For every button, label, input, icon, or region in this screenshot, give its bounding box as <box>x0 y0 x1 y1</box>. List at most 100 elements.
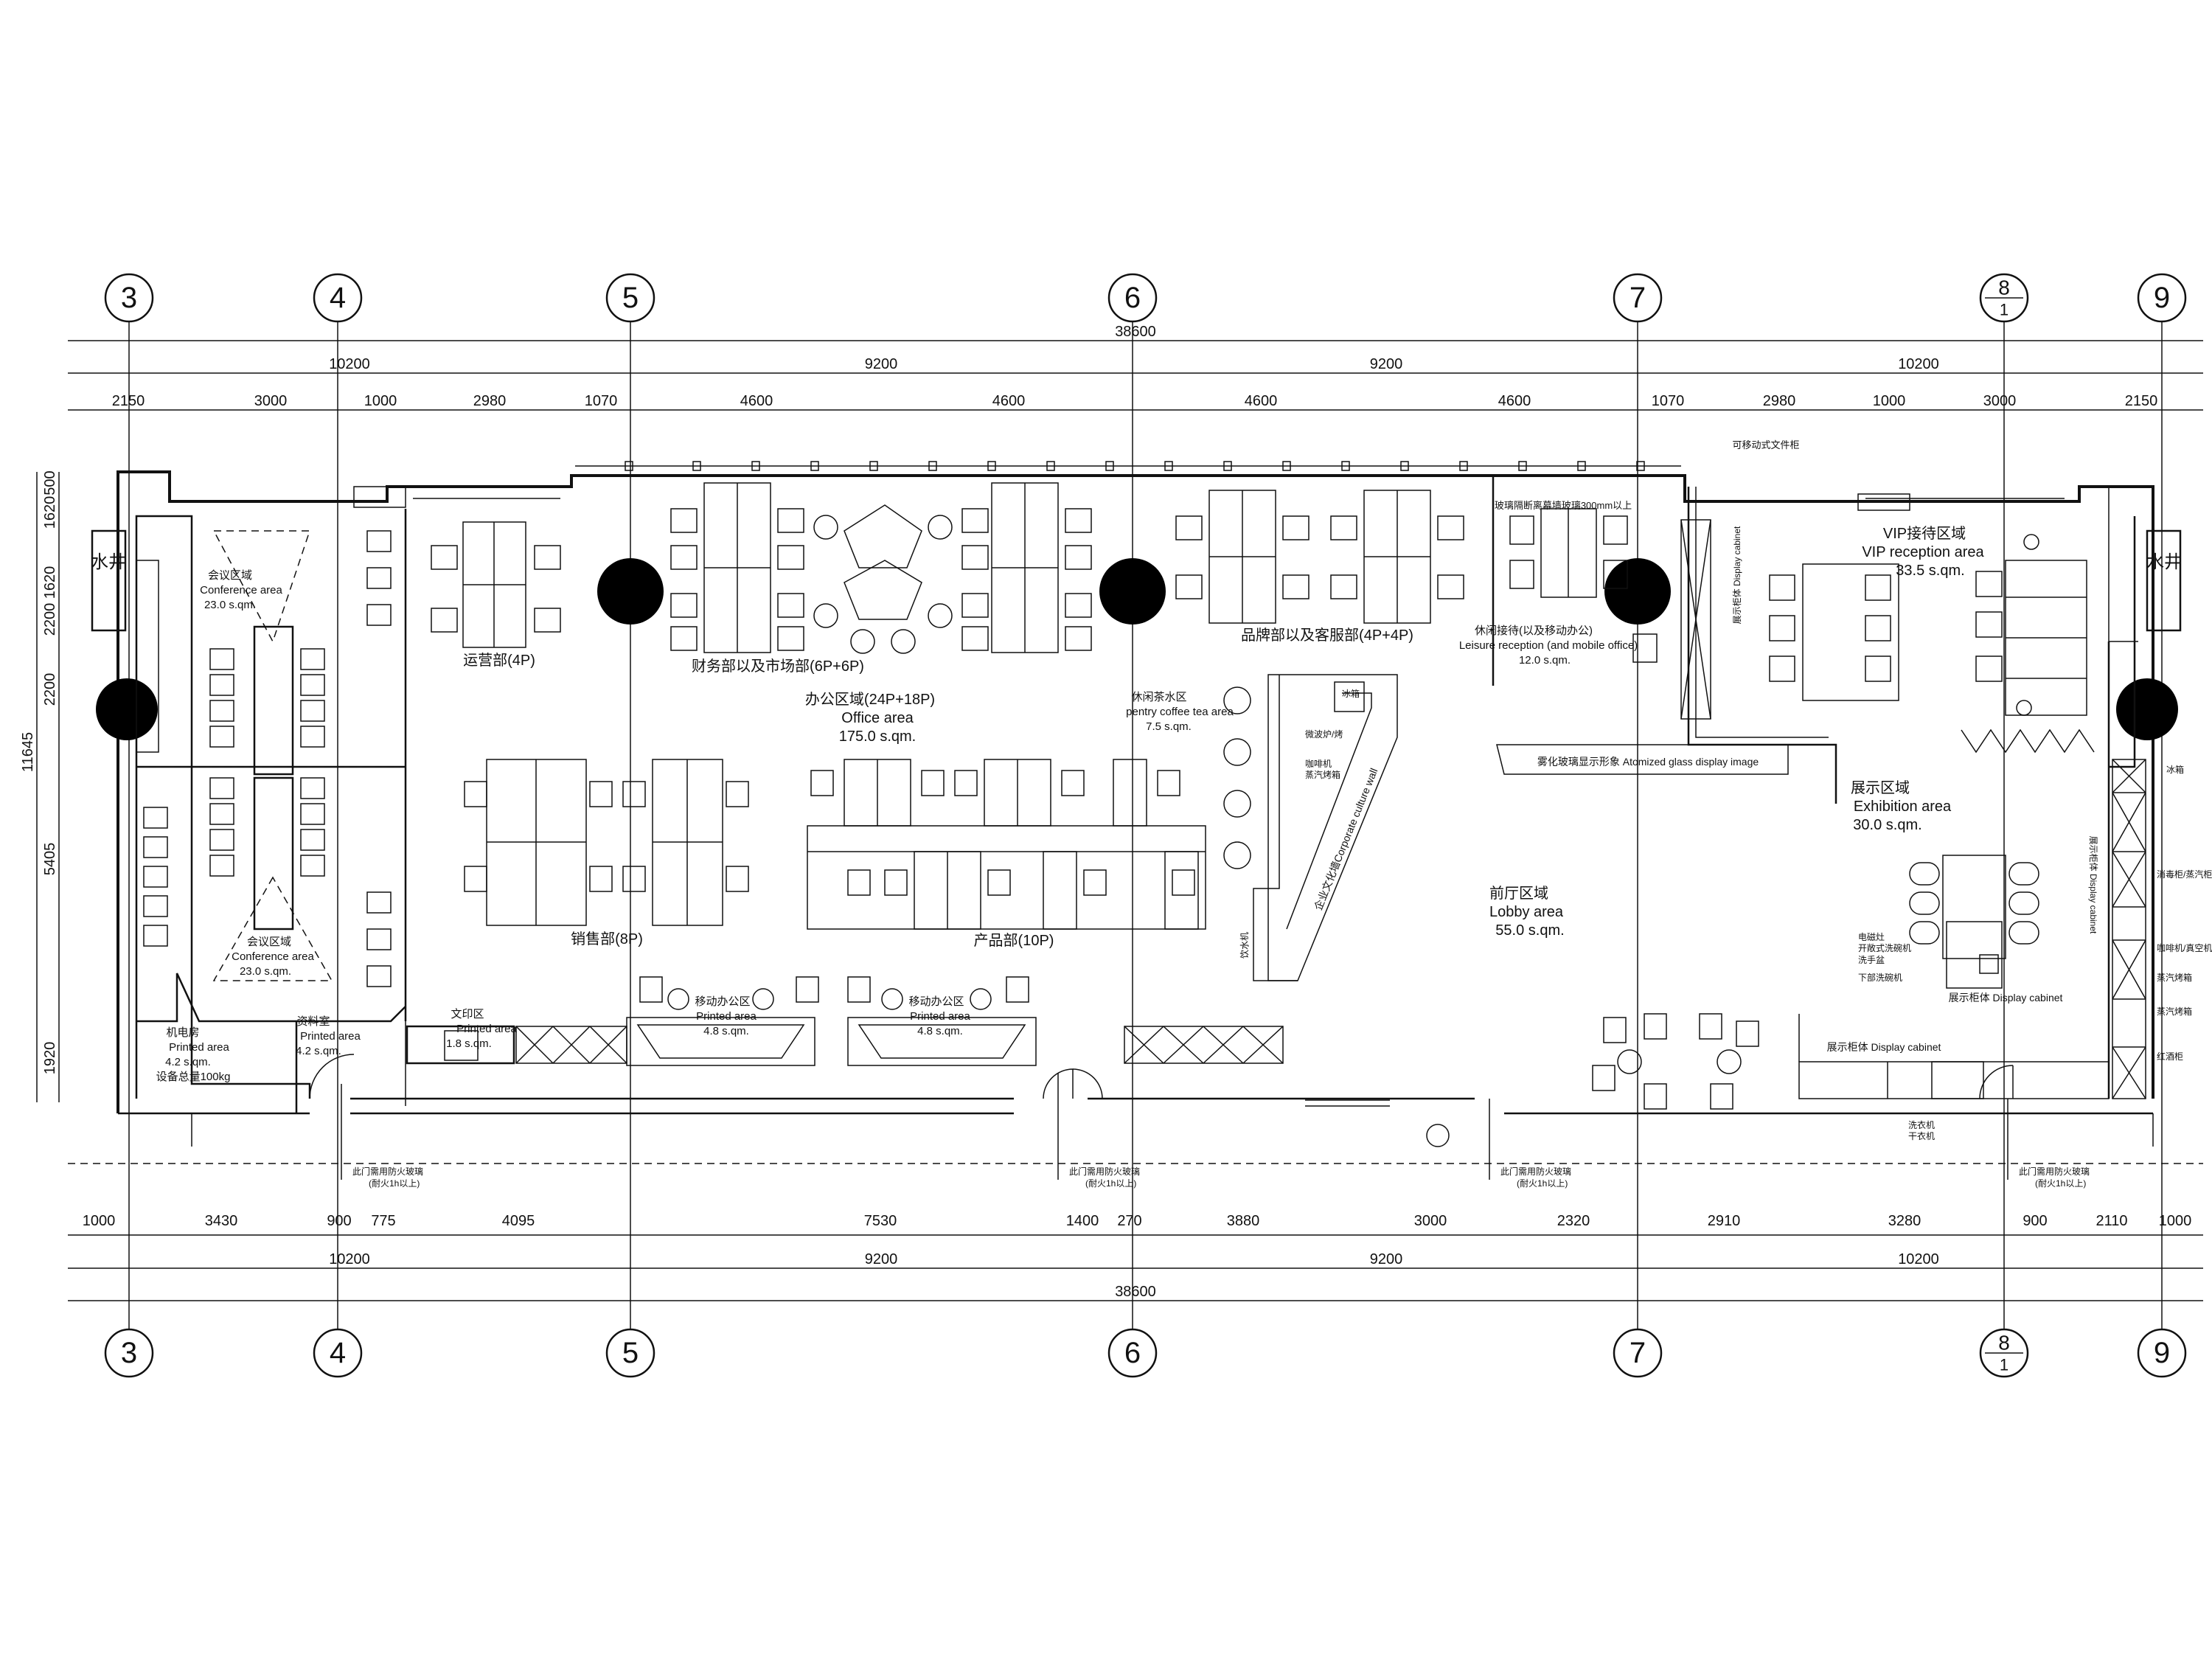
steam-right-2: 蒸汽烤箱 <box>2157 1006 2192 1017</box>
exhibit-area: 30.0 s.qm. <box>1853 817 1921 833</box>
mech-room: 机电房 Printed area 4.2 s.qm. 设备总量100kg <box>156 1026 231 1083</box>
lobby-en: Lobby area <box>1489 904 1564 920</box>
axis-label-6-b: 6 <box>1124 1337 1141 1369</box>
sink-label: 洗手盆 <box>1858 955 1885 965</box>
svg-text:资料室: 资料室 <box>296 1015 330 1028</box>
svg-text:此门需用防火玻璃: 此门需用防火玻璃 <box>1500 1166 1571 1177</box>
pantry-coffee: 咖啡机 <box>1305 758 1332 769</box>
svg-text:4.2 s.qm.: 4.2 s.qm. <box>165 1056 211 1068</box>
exhibit-fixtures <box>1798 759 2146 1099</box>
dim-left-p1: 500 <box>42 470 58 495</box>
vip-area: 33.5 s.qm. <box>1896 563 1964 579</box>
leisure-reception <box>1509 508 1658 663</box>
display-cabinet-vertical: 展示柜体 Display cabinet <box>1732 526 1742 624</box>
pantry-steam: 蒸汽烤箱 <box>1305 769 1340 780</box>
svg-text:4.2 s.qm.: 4.2 s.qm. <box>296 1045 341 1057</box>
dim-bot-d11: 2320 <box>1557 1213 1590 1229</box>
vip-reception <box>1769 534 2095 754</box>
mobile2-area: 4.8 s.qm. <box>917 1025 963 1037</box>
dim-bot-d4: 775 <box>371 1213 395 1229</box>
axis-bubbles-bottom: 3 4 5 6 7 8 1 9 <box>104 1328 2187 1378</box>
svg-text:水井: 水井 <box>2146 552 2182 572</box>
data-room: 资料室 Printed area 4.2 s.qm. <box>296 1015 361 1099</box>
svg-text:1.8 s.qm.: 1.8 s.qm. <box>446 1037 492 1050</box>
dim-bot-mid-4: 10200 <box>1898 1251 1939 1267</box>
conf2-cn: 会议区域 <box>247 936 291 948</box>
dim-left-total: 11645 <box>20 732 36 772</box>
dim-left-p6: 5405 <box>42 843 58 876</box>
dimension-lines-left <box>36 472 60 1102</box>
axis-bubbles-top: 3 4 5 6 7 8 1 9 <box>104 273 2187 323</box>
axis-label-6: 6 <box>1124 282 1141 314</box>
coffee-right: 咖啡机/真空机/磨豆 <box>2157 942 2212 953</box>
brand-label: 品牌部以及客服部(4P+4P) <box>1241 627 1413 644</box>
glass-partition-note: 玻璃隔断离幕墙玻璃300mm以上 <box>1495 500 1632 511</box>
axis-label-7-b: 7 <box>1630 1337 1646 1369</box>
vip-cn: VIP接待区域 <box>1883 525 1966 542</box>
water-shaft-right: 水井 <box>2146 529 2182 632</box>
movable-cabinet-note: 可移动式文件柜 <box>1732 439 1799 451</box>
office-area: 175.0 s.qm. <box>839 728 917 745</box>
dim-left-p5: 2200 <box>42 673 58 706</box>
axis-label-4: 4 <box>330 282 346 314</box>
disinfect-label: 下部洗碗机 <box>1858 972 1902 983</box>
dim-left-p2: 1620 <box>42 496 58 529</box>
dim-left-p7: 1920 <box>42 1042 58 1075</box>
mobile1-area: 4.8 s.qm. <box>703 1025 749 1037</box>
dim-bot-d15: 2110 <box>2096 1213 2127 1229</box>
sales-dept <box>464 759 749 926</box>
fire-door-notes: 此门需用防火玻璃 (耐火1h以上) 此门需用防火玻璃 (耐火1h以上) 此门需用… <box>352 1166 2090 1189</box>
sales-label: 销售部(8P) <box>571 931 643 947</box>
conf1-area: 23.0 s.qm. <box>204 599 256 611</box>
finance-label: 财务部以及市场部(6P+6P) <box>692 658 864 675</box>
svg-text:此门需用防火玻璃: 此门需用防火玻璃 <box>352 1166 423 1177</box>
dim-left-p3: 1620 <box>42 566 58 599</box>
curtain-wall-mullions <box>353 461 2065 511</box>
dim-bot-d14: 900 <box>2023 1213 2047 1229</box>
conference-room: 会议区域 Conference area 23.0 s.qm. 会议区域 Con… <box>136 530 406 987</box>
mobile1-cn: 移动办公区 <box>695 995 750 1008</box>
display-cabinet-2: 展示柜体 Display cabinet <box>1827 1041 1941 1053</box>
dim-top-d5: 1070 <box>585 393 618 409</box>
office-cn: 办公区域(24P+18P) <box>805 691 935 708</box>
dim-top-d10: 1070 <box>1652 393 1685 409</box>
conf1-cn: 会议区域 <box>208 569 252 582</box>
pantry-cn: 休闲茶水区 <box>1131 691 1186 703</box>
mobile2-en: Printed area <box>910 1010 970 1023</box>
pantry-water: 饮水机 <box>1239 932 1250 959</box>
pantry-en: pentry coffee tea area <box>1126 706 1234 718</box>
conf2-area: 23.0 s.qm. <box>240 965 291 978</box>
steam-right: 蒸汽烤箱 <box>2157 972 2192 983</box>
svg-text:(耐火1h以上): (耐火1h以上) <box>2035 1178 2086 1189</box>
dim-top-d8: 4600 <box>1245 393 1278 409</box>
svg-text:Printed area: Printed area <box>169 1041 229 1054</box>
dim-bot-d10: 3000 <box>1414 1213 1447 1229</box>
product-dept <box>807 759 1206 930</box>
ops-label: 运营部(4P) <box>463 652 535 669</box>
dim-top-mid-2: 9200 <box>865 356 898 372</box>
svg-text:(耐火1h以上): (耐火1h以上) <box>1517 1178 1568 1189</box>
pantry-fridge: 冰箱 <box>1342 688 1360 699</box>
dim-top-mid-4: 10200 <box>1898 356 1939 372</box>
dim-bot-d7: 1400 <box>1066 1213 1099 1229</box>
ops-dept <box>431 521 561 648</box>
svg-text:机电房: 机电房 <box>166 1026 199 1039</box>
dimension-lines-bottom <box>68 1234 2203 1301</box>
pantry-area: 7.5 s.qm. <box>1146 720 1192 733</box>
wine-cabinet: 红酒柜 <box>2157 1051 2183 1062</box>
svg-text:此门需用防火玻璃: 此门需用防火玻璃 <box>1069 1166 1140 1177</box>
dim-top-d9: 4600 <box>1498 393 1531 409</box>
svg-text:设备总量100kg: 设备总量100kg <box>156 1071 231 1083</box>
axis-label-4-b: 4 <box>330 1337 346 1369</box>
outer-walls <box>68 470 2203 1164</box>
dim-bot-mid-2: 9200 <box>865 1251 898 1267</box>
svg-text:Printed area: Printed area <box>456 1023 517 1035</box>
leisure-area: 12.0 s.qm. <box>1519 654 1571 667</box>
dim-top-d1: 2150 <box>112 393 145 409</box>
dim-top-mid-1: 10200 <box>329 356 370 372</box>
dim-bot-d12: 2910 <box>1708 1213 1741 1229</box>
atomized-glass <box>1496 744 1789 775</box>
axis-label-3: 3 <box>121 282 137 314</box>
water-shaft-left: 水井 <box>91 529 127 632</box>
